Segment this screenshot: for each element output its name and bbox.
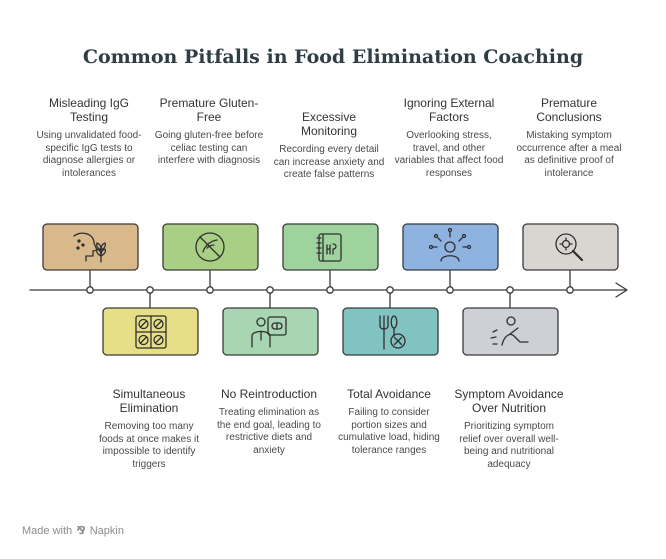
bottom-item-3-text: Symptom Avoidance Over Nutrition Priorit…: [453, 387, 565, 471]
footer: Made with ⅋ Napkin: [22, 524, 124, 538]
bottom-item-0-heading: Simultaneous Elimination: [112, 387, 186, 415]
top-box-3: [402, 223, 499, 271]
bottom-item-3-description: Prioritizing symptom relief over overall…: [459, 421, 559, 470]
top-item-0-description: Using unvalidated food-specific IgG test…: [36, 130, 142, 179]
top-item-1-description: Going gluten-free before celiac testing …: [154, 130, 264, 167]
person-with-pill-icon: [251, 316, 287, 348]
bottom-item-2-heading: Total Avoidance: [347, 387, 431, 401]
timeline-dot: [506, 286, 514, 294]
top-item-3-description: Overlooking stress, travel, and other va…: [394, 130, 504, 179]
top-item-1-heading: Premature Gluten-Free: [159, 96, 259, 124]
page-title: Common Pitfalls in Food Elimination Coac…: [82, 46, 584, 68]
top-item-0-heading: Misleading IgG Testing: [48, 96, 130, 124]
person-with-factors-icon: [428, 227, 472, 262]
top-item-2-text: Excessive Monitoring Recording every det…: [273, 110, 385, 182]
bottom-item-0-description: Removing too many foods at once makes it…: [98, 421, 200, 470]
head-with-plant-icon: [73, 232, 107, 263]
top-item-1-text: Premature Gluten-Free Going gluten-free …: [153, 96, 265, 168]
timeline-dot: [446, 286, 454, 294]
bottom-item-0-text: Simultaneous Elimination Removing too ma…: [93, 387, 205, 471]
bottom-item-2-description: Failing to consider portion sizes and cu…: [338, 407, 440, 456]
top-item-4-text: Premature Conclusions Mistaking symptom …: [513, 96, 625, 180]
top-box-4: [522, 223, 619, 271]
bottom-box-2: [342, 307, 439, 356]
timeline-dot: [206, 286, 214, 294]
top-box-0: [42, 223, 139, 271]
bottom-item-1-heading: No Reintroduction: [220, 387, 318, 401]
top-item-2-heading: Excessive Monitoring: [300, 110, 358, 138]
top-item-0-text: Misleading IgG Testing Using unvalidated…: [33, 96, 145, 180]
timeline-dot: [566, 286, 574, 294]
bottom-item-1-description: Treating elimination as the end goal, le…: [217, 407, 321, 456]
no-gluten-icon: [195, 232, 225, 262]
bottom-item-2-text: Total Avoidance Failing to consider port…: [333, 387, 445, 457]
bottom-item-1-text: No Reintroduction Treating elimination a…: [213, 387, 325, 457]
timeline-dot: [86, 286, 94, 294]
magnifier-germ-icon: [555, 233, 584, 262]
bottom-item-3-heading: Symptom Avoidance Over Nutrition: [454, 387, 564, 415]
top-item-4-heading: Premature Conclusions: [536, 96, 602, 124]
bottom-box-1: [222, 307, 319, 356]
timeline-arrowhead: [615, 282, 628, 298]
top-item-3-text: Ignoring External Factors Overlooking st…: [393, 96, 505, 180]
bottom-box-3: [462, 307, 559, 356]
utensils-cancel-icon: [379, 315, 406, 350]
blocked-grid-icon: [135, 315, 167, 349]
person-resting-icon: [490, 316, 529, 346]
napkin-logo-icon: ⅋: [76, 525, 86, 537]
timeline-dot: [146, 286, 154, 294]
timeline-dot: [266, 286, 274, 294]
food-journal-icon: [316, 233, 342, 262]
footer-made-with: Made with: [22, 524, 73, 537]
footer-brand: Napkin: [89, 524, 124, 537]
timeline-dot: [326, 286, 334, 294]
top-item-3-heading: Ignoring External Factors: [403, 96, 495, 124]
top-item-2-description: Recording every detail can increase anxi…: [273, 144, 385, 181]
timeline-dot: [386, 286, 394, 294]
top-item-4-description: Mistaking symptom occurrence after a mea…: [516, 130, 622, 179]
